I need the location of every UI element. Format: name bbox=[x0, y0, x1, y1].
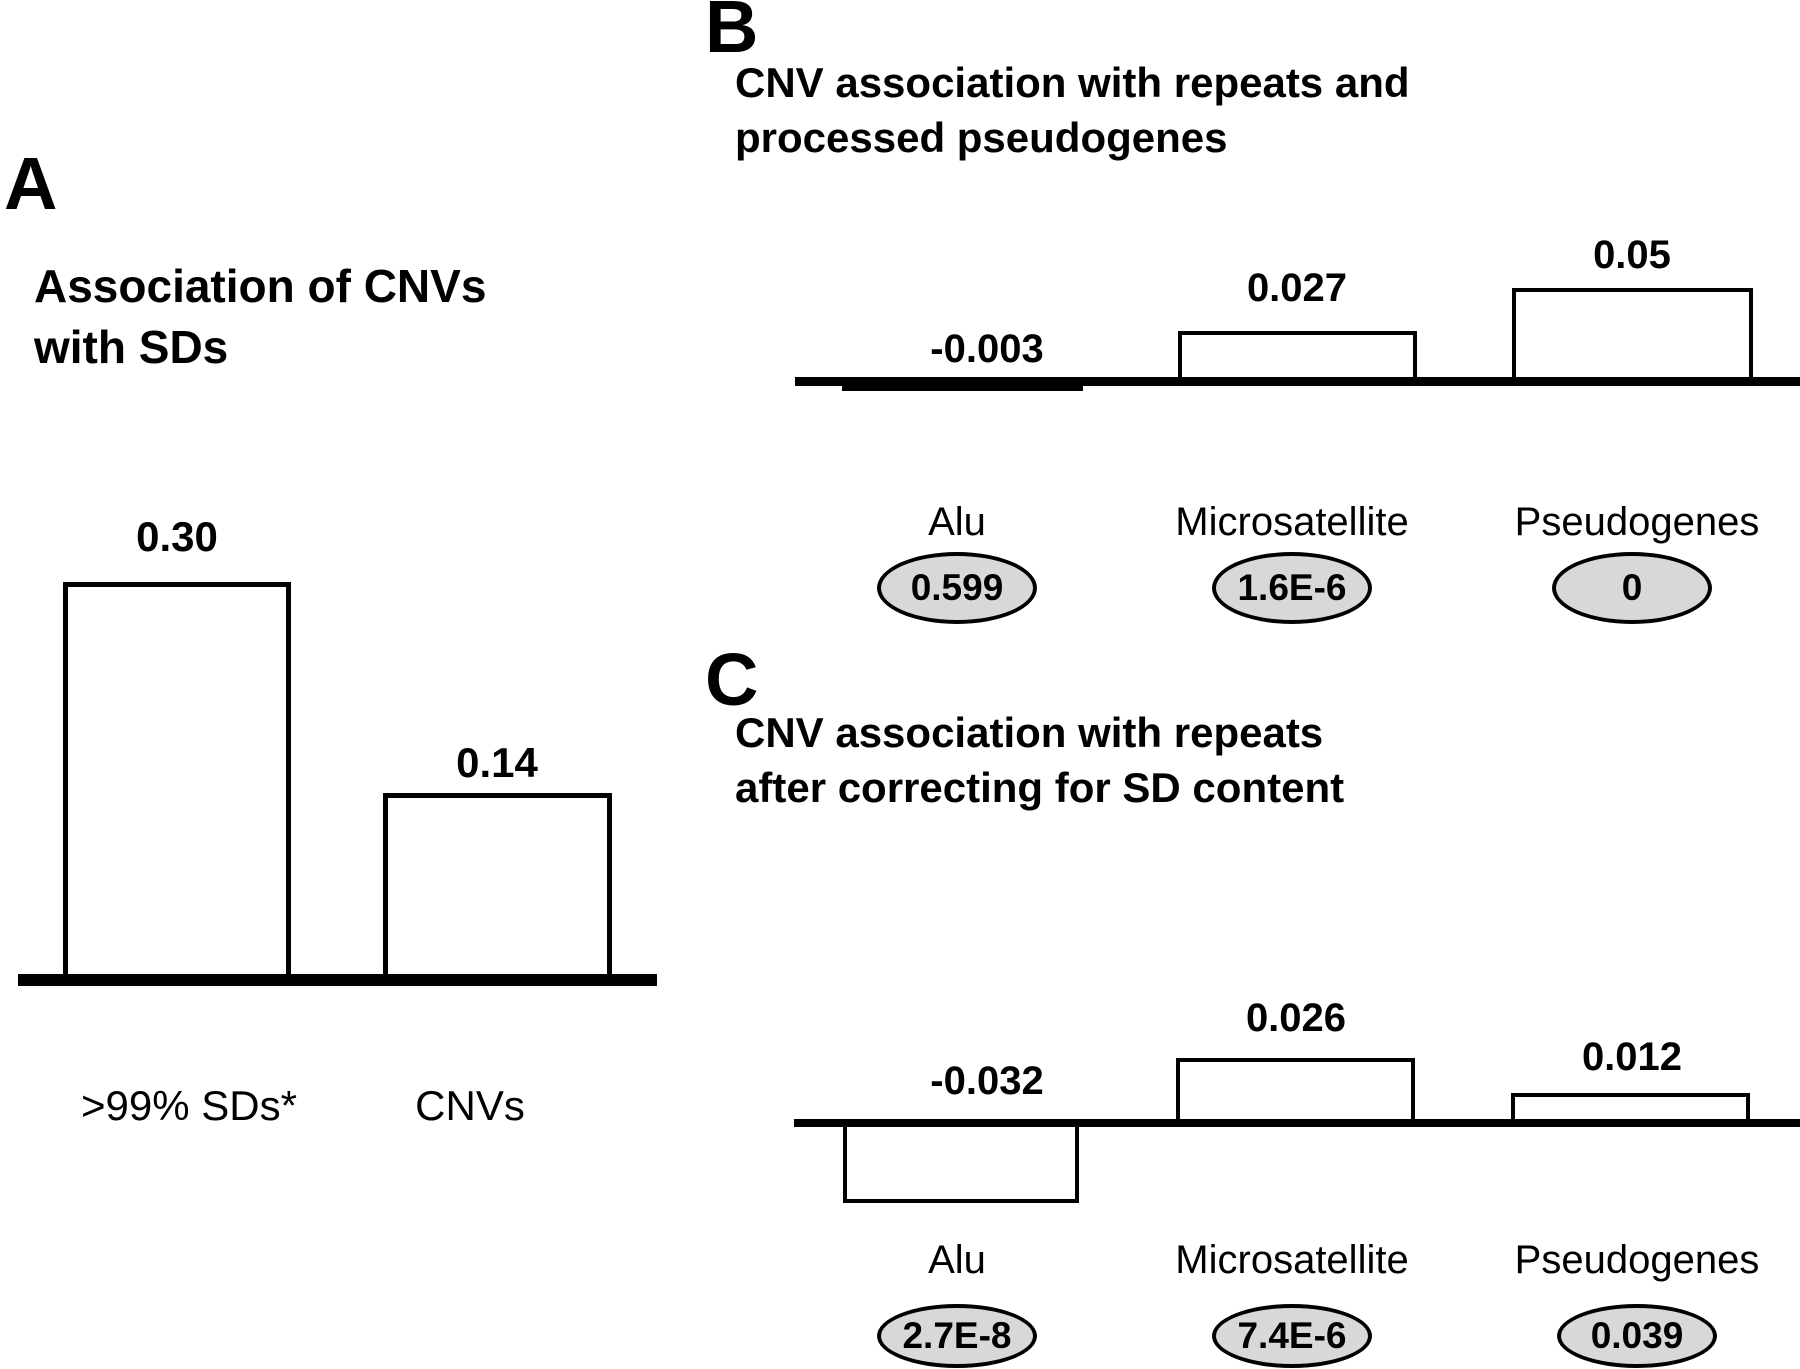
pvalue-badge: 2.7E-8 bbox=[877, 1304, 1037, 1368]
category-label: Pseudogenes bbox=[1514, 1238, 1760, 1282]
category-label: Alu bbox=[928, 500, 986, 544]
bar-value-label: 0.14 bbox=[456, 739, 538, 786]
x-axis-panel-c bbox=[794, 1119, 1800, 1127]
panel-a-letter: A bbox=[4, 142, 58, 225]
panel-a-title-line2: with SDs bbox=[34, 320, 229, 373]
panel-c-title-line2: after correcting for SD content bbox=[735, 764, 1345, 812]
pvalue-badge: 0.039 bbox=[1557, 1304, 1717, 1368]
bar-value-label: 0.026 bbox=[1245, 996, 1347, 1040]
bar-microsatellite bbox=[1178, 331, 1417, 381]
category-label: >99% SDs* bbox=[81, 1082, 297, 1129]
panel-c-letter: C bbox=[705, 638, 759, 721]
bar-microsatellite bbox=[1176, 1058, 1415, 1123]
bar-value-label: 0.027 bbox=[1246, 266, 1348, 310]
bar-value-label: 0.05 bbox=[1593, 233, 1671, 277]
bar-sds bbox=[63, 582, 291, 982]
category-label: Microsatellite bbox=[1175, 1238, 1409, 1282]
panel-c-title-line1: CNV association with repeats bbox=[735, 709, 1324, 756]
category-label: Pseudogenes bbox=[1514, 500, 1760, 544]
pvalue-badge: 1.6E-6 bbox=[1212, 552, 1372, 624]
pvalue-badge: 7.4E-6 bbox=[1212, 1304, 1372, 1368]
category-label: Microsatellite bbox=[1175, 500, 1409, 544]
bar-value-label: -0.032 bbox=[930, 1059, 1044, 1103]
category-label: CNVs bbox=[415, 1082, 525, 1129]
bar-pseudogenes bbox=[1512, 288, 1753, 381]
x-axis-panel-a bbox=[18, 974, 657, 986]
panel-a-title: Association of CNVs with SDs bbox=[34, 256, 486, 377]
bar-alu-negative bbox=[843, 1121, 1079, 1203]
x-axis-panel-b bbox=[795, 377, 1800, 386]
panel-c-title: CNV association with repeats after corre… bbox=[735, 705, 1344, 816]
panel-b-title-line2: processed pseudogenes bbox=[735, 114, 1228, 162]
panel-a-title-line1: Association of CNVs bbox=[34, 260, 487, 312]
pvalue-badge: 0.599 bbox=[877, 552, 1037, 624]
panel-b-letter: B bbox=[705, 0, 759, 68]
bar-value-label: -0.003 bbox=[930, 327, 1044, 371]
panel-b-title-line1: CNV association with repeats and bbox=[735, 59, 1410, 106]
bar-value-label: 0.30 bbox=[136, 513, 218, 560]
category-label: Alu bbox=[928, 1238, 986, 1282]
bar-value-label: 0.012 bbox=[1581, 1035, 1683, 1079]
pvalue-badge: 0 bbox=[1552, 552, 1712, 624]
panel-b-title: CNV association with repeats and process… bbox=[735, 55, 1410, 166]
bar-cnvs bbox=[383, 793, 612, 982]
